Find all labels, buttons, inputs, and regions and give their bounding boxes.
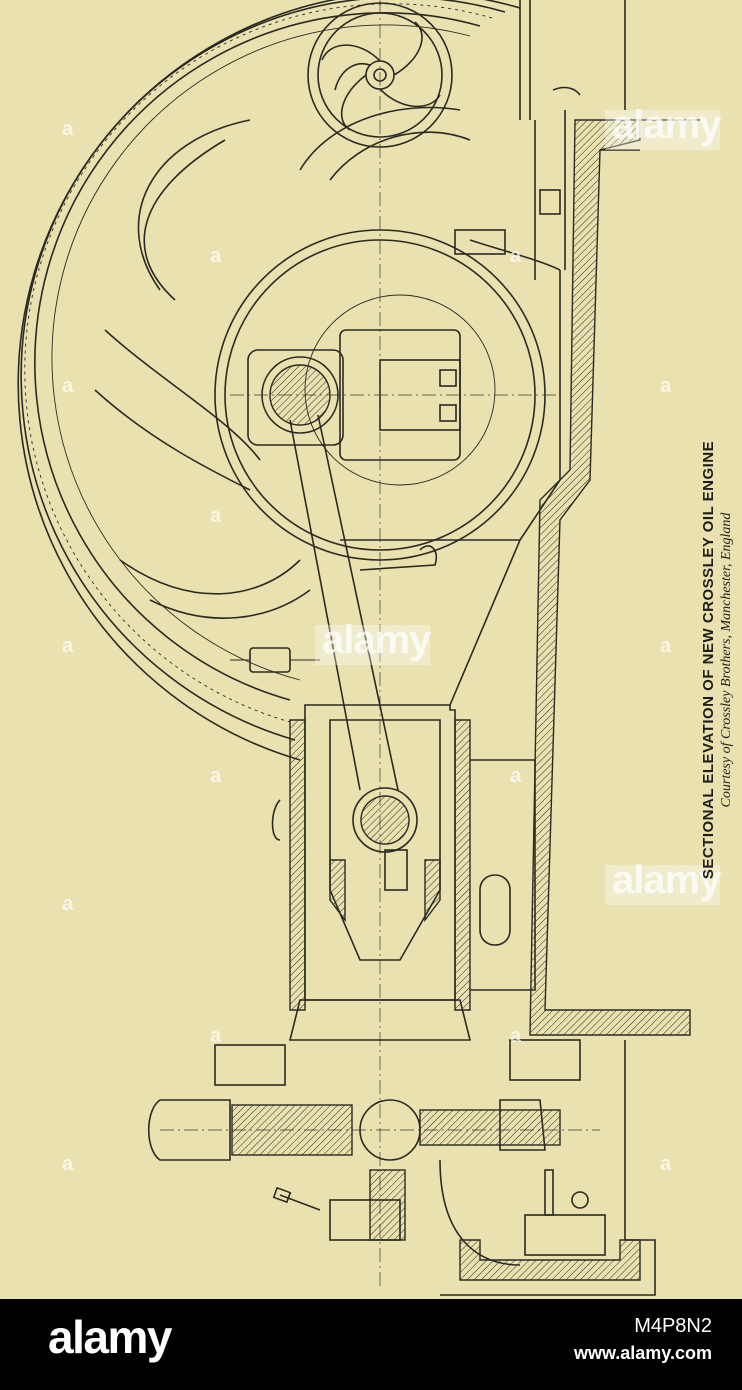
watermark-letter: a — [510, 765, 522, 787]
caption-title: SECTIONAL ELEVATION OF NEW CROSSLEY OIL … — [700, 440, 717, 880]
watermark: alamy — [612, 858, 721, 902]
watermark-letter: a — [660, 635, 672, 657]
watermark-letter: a — [62, 1153, 74, 1175]
site-link[interactable]: www.alamy.com — [573, 1343, 712, 1363]
cylinder — [288, 704, 536, 1041]
watermark-letter: a — [62, 893, 74, 915]
watermark-letter: a — [660, 375, 672, 397]
engine-drawing — [17, 0, 720, 1296]
caption-credit: Courtesy of Crossley Brothers, Mancheste… — [719, 512, 734, 808]
watermark-letter: a — [210, 505, 222, 527]
document-page: alamy alamy alamy a a a a a a a a a a a … — [17, 0, 742, 1296]
watermark-letter: a — [62, 375, 74, 397]
watermark-letter: a — [62, 118, 74, 140]
valve-head — [148, 1039, 606, 1256]
watermark: alamy — [612, 103, 721, 147]
image-id: M4P8N2 — [634, 1315, 712, 1337]
lubricator — [230, 545, 438, 841]
brand-logo: alamy — [48, 1311, 172, 1363]
stock-footer — [0, 1299, 742, 1390]
watermark-letter: a — [210, 765, 222, 787]
watermark: alamy — [322, 618, 431, 662]
connecting-rod — [289, 414, 418, 891]
watermark-letter: a — [210, 245, 222, 267]
watermark-letter: a — [210, 1025, 222, 1047]
watermark-letter: a — [62, 635, 74, 657]
flywheel — [17, 0, 521, 761]
watermark-letter: a — [510, 245, 522, 267]
watermark-letter: a — [510, 1025, 522, 1047]
figure-caption: SECTIONAL ELEVATION OF NEW CROSSLEY OIL … — [700, 370, 742, 950]
watermark-letter: a — [660, 1153, 672, 1175]
foundation — [439, 0, 700, 1296]
